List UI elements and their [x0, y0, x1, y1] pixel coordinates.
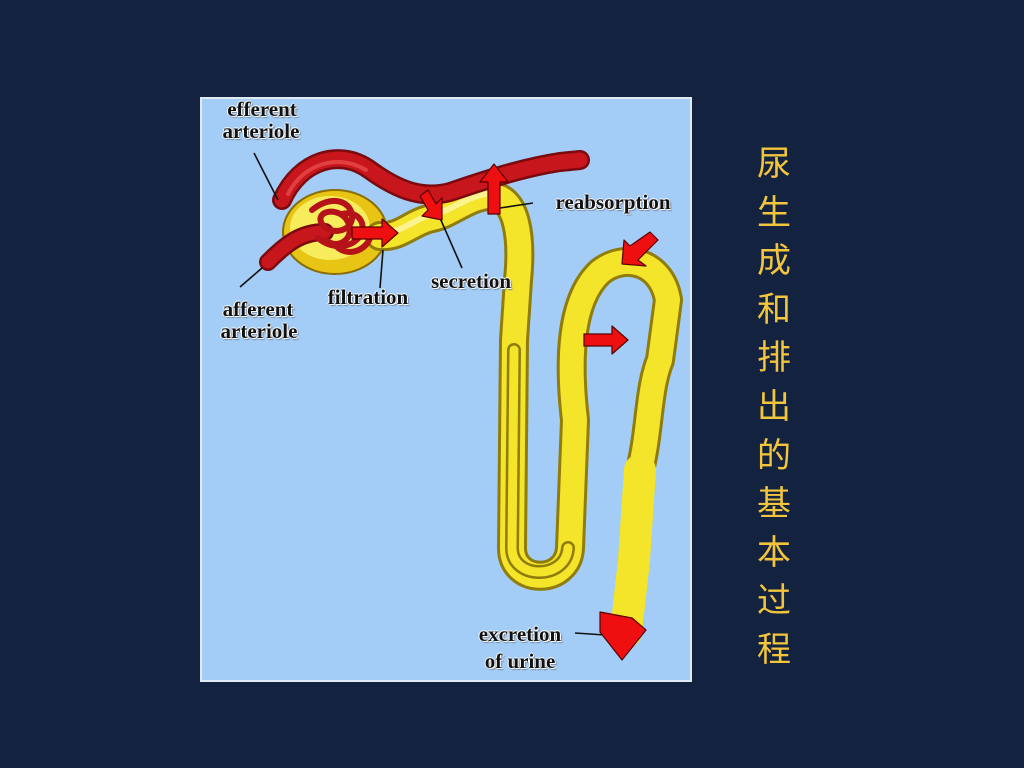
title-char: 和 [757, 289, 791, 330]
afferent-leader-line [239, 267, 263, 288]
process-arrows [351, 163, 659, 661]
secretion-leader-line [439, 217, 463, 269]
title-char: 程 [757, 629, 791, 670]
reabsorption-label: reabsorption [555, 190, 671, 214]
excretion-leader-line [574, 632, 606, 636]
title-char: 排 [757, 338, 791, 379]
secretion-arrow [419, 189, 443, 221]
title-char: 成 [757, 241, 791, 282]
collecting-duct [610, 454, 656, 648]
renal-tubule [365, 181, 683, 648]
title-char: 基 [757, 484, 791, 525]
reabsorption-arrow [479, 163, 509, 215]
efferent-leader-line [253, 152, 279, 201]
filtration-leader-line [379, 249, 384, 289]
title-char: 本 [757, 532, 791, 573]
title-char: 的 [757, 435, 791, 476]
title-char: 尿 [757, 144, 791, 184]
secretion-label: secretion [430, 269, 512, 293]
filtration-arrow [351, 218, 399, 248]
afferent-label: afferent [222, 297, 294, 321]
of-urine-label: of urine [484, 649, 556, 673]
reabsorption-leader-line [499, 202, 534, 209]
efferent-label: efferent [227, 97, 297, 121]
vertical-title: 尿 生 成 和 排 出 的 基 本 过 程 [746, 140, 802, 675]
filtration-label: filtration [327, 285, 409, 309]
title-char: 出 [757, 386, 791, 427]
title-char: 过 [757, 581, 791, 622]
excretion-arrow [599, 611, 647, 661]
afferent-arteriole-label: arteriole [220, 319, 298, 343]
blood-vessels [259, 149, 590, 271]
loop-entry-arrow [621, 231, 659, 267]
distal-tubule-arrow [583, 325, 629, 355]
excretion-label: excretion [478, 622, 562, 646]
title-char: 生 [757, 192, 791, 233]
leader-lines [239, 152, 606, 636]
efferent-arteriole-label: arteriole [222, 119, 300, 143]
